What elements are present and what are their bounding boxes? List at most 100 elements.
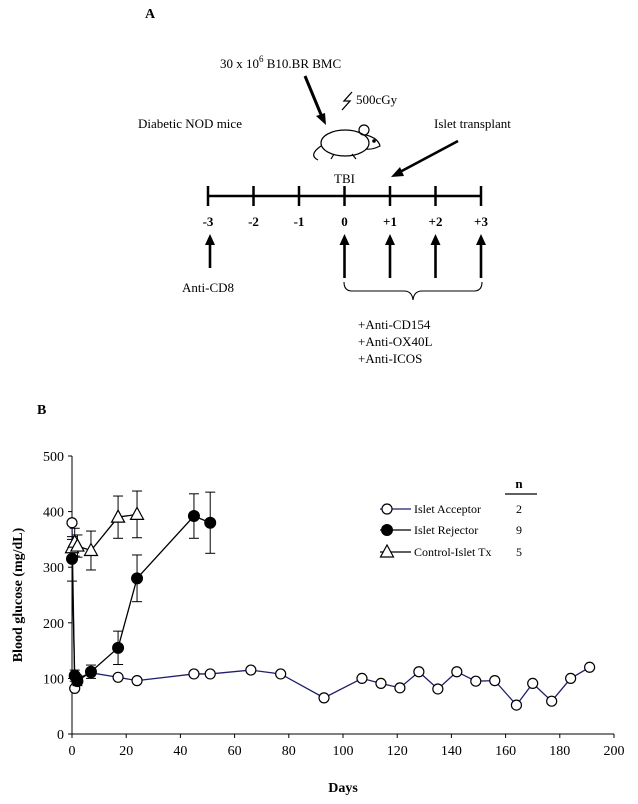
y-tick-label: 400 — [43, 506, 64, 521]
legend-label: Islet Rejector — [414, 523, 478, 537]
data-point — [356, 672, 368, 685]
bmc-arrowhead — [316, 113, 326, 125]
data-point — [131, 572, 144, 585]
islet-arrow — [397, 139, 459, 175]
legend-label: Islet Acceptor — [414, 502, 481, 516]
y-tick-label: 500 — [43, 450, 64, 465]
data-point — [112, 641, 125, 654]
data-point — [131, 675, 143, 687]
data-point — [375, 677, 387, 690]
legend-n-header: n — [515, 476, 523, 491]
x-tick-label: 60 — [228, 744, 242, 759]
legend-marker — [381, 524, 393, 536]
x-tick-label: 120 — [387, 744, 408, 759]
series-line — [71, 513, 138, 552]
data-point — [318, 692, 330, 704]
timeline-day-label: 0 — [341, 214, 348, 229]
x-tick-label: 160 — [495, 744, 516, 759]
treatment-3: +Anti-ICOS — [358, 351, 422, 366]
data-point — [187, 510, 200, 523]
data-point — [275, 668, 287, 680]
data-point — [83, 542, 99, 557]
data-point — [451, 666, 463, 678]
panel-a-label: A — [145, 7, 156, 22]
data-point — [66, 517, 78, 529]
legend-marker — [379, 543, 395, 558]
timeline-day-label: -2 — [248, 214, 259, 229]
plot-series — [64, 490, 596, 711]
x-tick-label: 140 — [441, 744, 462, 759]
x-tick-label: 40 — [173, 744, 187, 759]
radiation-bolt-icon — [341, 91, 353, 111]
timeline-day-label: +2 — [429, 214, 443, 229]
treatment-arrowhead — [476, 234, 486, 245]
series-control-islet-tx — [64, 490, 145, 571]
series-line — [71, 515, 211, 683]
timeline-day-label: -3 — [203, 214, 214, 229]
legend-n-value: 2 — [516, 502, 522, 516]
y-tick-label: 300 — [43, 561, 64, 576]
y-ticks: 0 100 200 300 400 500 — [43, 450, 72, 743]
y-tick-label: 100 — [43, 672, 64, 687]
data-point — [546, 695, 558, 707]
timeline-day-label: +3 — [474, 214, 488, 229]
panel-b-label: B — [37, 403, 46, 418]
data-point — [204, 516, 217, 529]
data-point — [584, 661, 596, 673]
data-point — [69, 537, 85, 552]
mouse-icon — [313, 124, 381, 161]
mice-label: Diabetic NOD mice — [138, 116, 242, 131]
x-tick-label: 20 — [119, 744, 133, 759]
dose-label: 500cGy — [356, 92, 398, 107]
data-point — [565, 672, 577, 685]
y-tick-label: 200 — [43, 617, 64, 632]
data-point — [84, 665, 97, 678]
data-point — [470, 675, 482, 687]
data-point — [510, 699, 523, 711]
x-tick-label: 180 — [549, 744, 570, 759]
data-point — [112, 671, 124, 683]
treatment-arrows — [339, 234, 486, 278]
treatment-arrowhead — [385, 234, 395, 245]
anti-cd8-label: Anti-CD8 — [182, 280, 234, 295]
data-point — [413, 666, 425, 678]
data-point — [71, 675, 84, 688]
x-tick-label: 200 — [604, 744, 625, 759]
timeline-day-label: -1 — [294, 214, 305, 229]
treatment-brace — [343, 281, 483, 301]
timeline-ticks: -3 -2 -1 0 +1 +2 +3 — [203, 186, 488, 229]
panel-a: A 30 x 106 B10.BR BMC 500cGy Diabetic NO… — [138, 7, 511, 366]
treatment-arrowhead — [339, 234, 350, 245]
tbi-label: TBI — [334, 171, 355, 186]
legend-marker — [381, 503, 393, 515]
data-point — [432, 683, 444, 695]
data-point — [188, 668, 200, 680]
treatment-1: +Anti-CD154 — [358, 317, 431, 332]
y-tick-label: 0 — [57, 728, 64, 743]
bmc-arrow — [303, 75, 324, 118]
islet-arrowhead — [391, 167, 404, 177]
islet-transplant-label: Islet transplant — [434, 116, 511, 131]
bmc-label: 30 x 106 B10.BR BMC — [220, 54, 341, 71]
data-point — [204, 668, 216, 680]
treatment-2: +Anti-OX40L — [358, 334, 433, 349]
legend-label: Control-Islet Tx — [414, 545, 491, 559]
data-point — [110, 508, 126, 523]
x-tick-label: 100 — [333, 744, 354, 759]
data-point — [489, 675, 501, 687]
x-tick-label: 0 — [69, 744, 76, 759]
series-line — [71, 522, 590, 707]
data-point — [129, 506, 145, 520]
data-point — [394, 682, 406, 694]
legend-n-value: 9 — [516, 523, 522, 537]
data-point — [245, 664, 257, 676]
y-axis-label: Blood glucose (mg/dL) — [11, 527, 26, 662]
timeline-day-label: +1 — [383, 214, 397, 229]
series-islet-rejector — [66, 491, 217, 688]
treatment-arrowhead — [430, 234, 441, 245]
